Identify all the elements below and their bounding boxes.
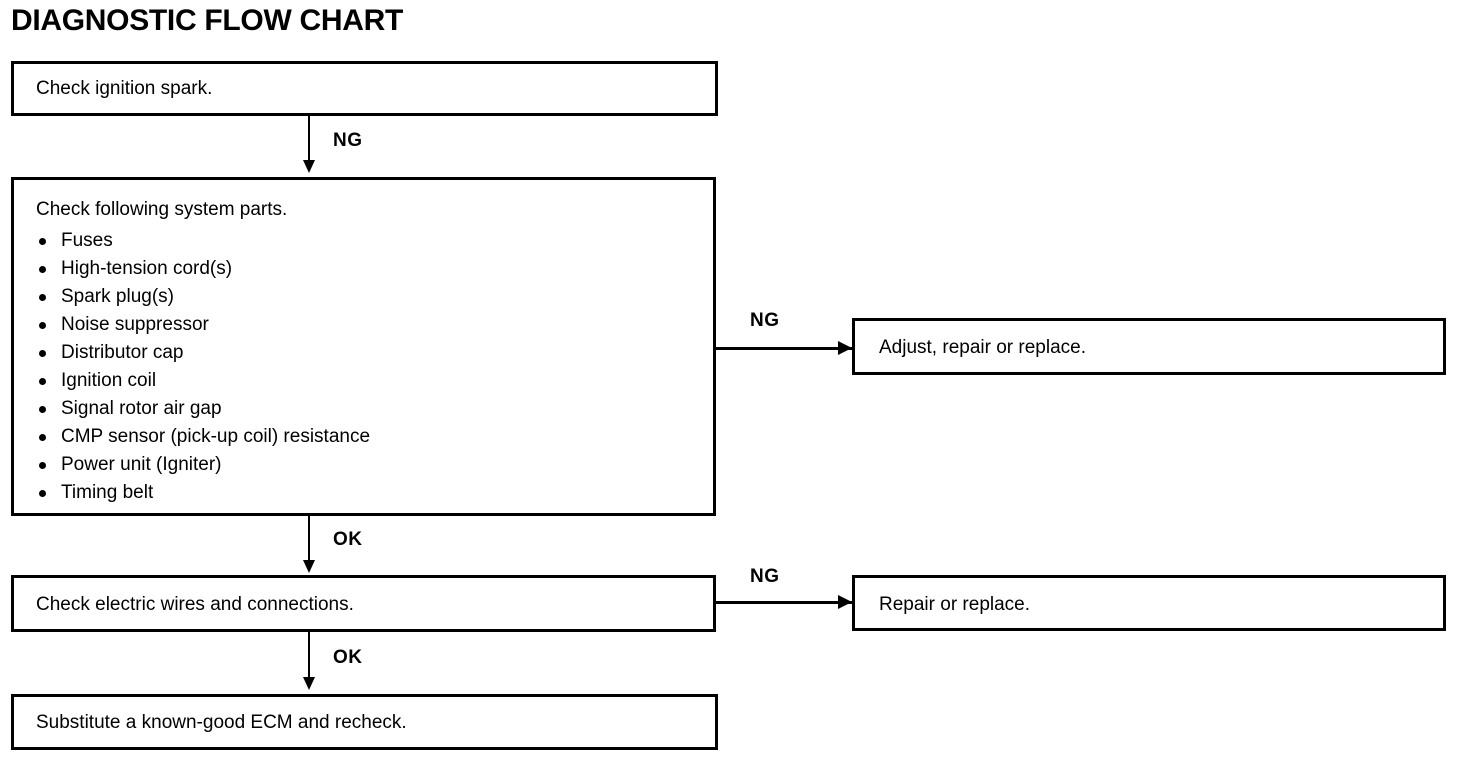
connector-spark-to-parts-line <box>308 116 310 166</box>
system-parts-list-item-label: Timing belt <box>61 482 154 503</box>
node-substitute-ecm: Substitute a known-good ECM and recheck. <box>11 694 718 750</box>
system-parts-list-item-label: High-tension cord(s) <box>61 258 233 279</box>
system-parts-list-item-label: Noise suppressor <box>61 314 209 335</box>
system-parts-list-item: Noise suppressor <box>36 311 370 339</box>
bullet-icon <box>39 238 46 245</box>
connector-parts-to-wires-line <box>308 516 310 564</box>
node-check-electric-wires-label: Check electric wires and connections. <box>36 594 354 615</box>
edge-label-parts-to-adjust: NG <box>750 310 780 331</box>
edge-label-wires-to-ecm: OK <box>333 647 363 668</box>
system-parts-list-item: Timing belt <box>36 479 370 507</box>
bullet-icon <box>39 490 46 497</box>
page-title: DIAGNOSTIC FLOW CHART <box>11 4 403 37</box>
arrow-down-icon <box>303 160 315 173</box>
system-parts-list-item-label: Fuses <box>61 230 113 251</box>
bullet-icon <box>39 294 46 301</box>
system-parts-list-item-label: Ignition coil <box>61 370 157 391</box>
connector-wires-to-ecm-line <box>308 632 310 680</box>
bullet-icon <box>39 322 46 329</box>
edge-label-parts-to-wires: OK <box>333 529 363 550</box>
system-parts-list-item: Signal rotor air gap <box>36 395 370 423</box>
node-adjust-repair-replace-label: Adjust, repair or replace. <box>879 337 1086 358</box>
system-parts-list-item: High-tension cord(s) <box>36 255 370 283</box>
system-parts-list-item: Distributor cap <box>36 339 370 367</box>
connector-parts-to-adjust-line <box>716 347 854 350</box>
connector-wires-to-repair-line <box>716 601 854 604</box>
system-parts-list-item-label: Signal rotor air gap <box>61 398 222 419</box>
arrow-right-icon <box>838 341 852 355</box>
node-substitute-ecm-label: Substitute a known-good ECM and recheck. <box>36 712 407 733</box>
system-parts-list-item: CMP sensor (pick-up coil) resistance <box>36 423 370 451</box>
bullet-icon <box>39 406 46 413</box>
bullet-icon <box>39 462 46 469</box>
bullet-icon <box>39 434 46 441</box>
system-parts-list-item: Fuses <box>36 227 370 255</box>
system-parts-list-item: Ignition coil <box>36 367 370 395</box>
node-check-system-parts-heading: Check following system parts. <box>36 199 288 220</box>
node-check-ignition-spark-label: Check ignition spark. <box>36 78 213 99</box>
system-parts-list-item-label: Power unit (Igniter) <box>61 454 222 475</box>
node-repair-replace: Repair or replace. <box>852 575 1446 631</box>
node-repair-replace-label: Repair or replace. <box>879 594 1031 615</box>
arrow-right-icon <box>838 595 852 609</box>
system-parts-list-item-label: CMP sensor (pick-up coil) resistance <box>61 426 371 447</box>
node-check-ignition-spark: Check ignition spark. <box>11 61 718 116</box>
edge-label-spark-to-parts: NG <box>333 130 363 151</box>
node-adjust-repair-replace: Adjust, repair or replace. <box>852 318 1446 375</box>
bullet-icon <box>39 350 46 357</box>
arrow-down-icon <box>303 560 315 573</box>
system-parts-list-item: Spark plug(s) <box>36 283 370 311</box>
edge-label-wires-to-repair: NG <box>750 566 780 587</box>
node-check-electric-wires: Check electric wires and connections. <box>11 575 716 632</box>
system-parts-list-item-label: Distributor cap <box>61 342 184 363</box>
bullet-icon <box>39 266 46 273</box>
system-parts-list-item-label: Spark plug(s) <box>61 286 174 307</box>
system-parts-list-item: Power unit (Igniter) <box>36 451 370 479</box>
arrow-down-icon <box>303 677 315 690</box>
bullet-icon <box>39 378 46 385</box>
